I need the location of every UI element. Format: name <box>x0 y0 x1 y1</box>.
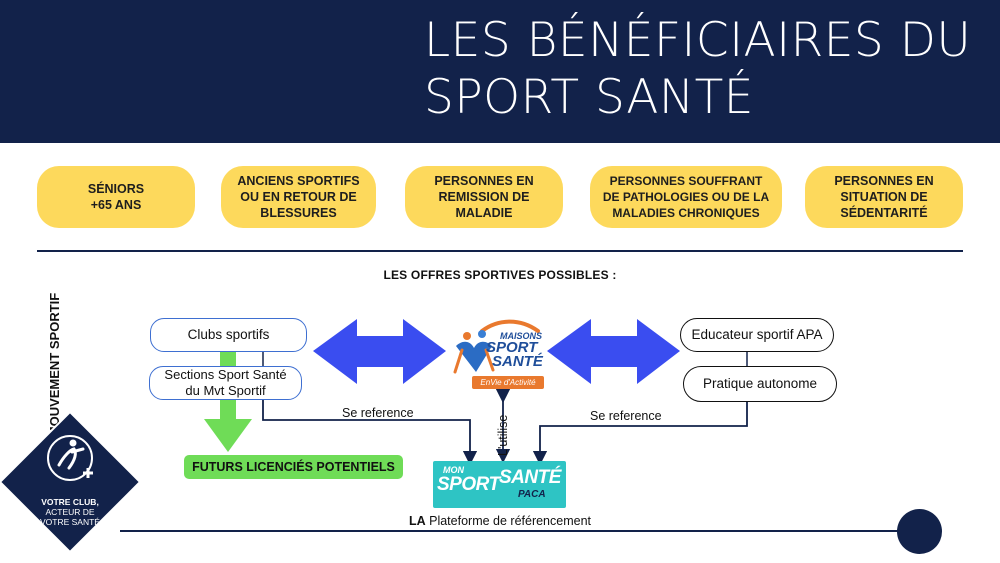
left-reference-arrow <box>262 398 478 466</box>
utilise-label: L'utilise <box>496 414 510 456</box>
pratique-autonome-box: Pratique autonome <box>683 366 837 402</box>
badge-line-1: VOTRE CLUB, <box>41 497 99 507</box>
badge-runner-body <box>57 447 85 470</box>
msp-sante-text: SANTÉ <box>492 353 543 370</box>
msp-figure-head-1 <box>463 332 471 340</box>
beneficiary-remission: PERSONNES EN REMISSION DE MALADIE <box>405 166 563 228</box>
green-arrow-head <box>204 419 252 452</box>
badge-line-3: VOTRE SANTÉ <box>40 517 100 527</box>
mss-sport-text: SPORT <box>437 474 500 495</box>
section-divider <box>37 250 963 252</box>
beneficiary-former-athletes: ANCIENS SPORTIFS OU EN RETOUR DE BLESSUR… <box>221 166 376 228</box>
header-banner <box>0 0 1000 143</box>
badge-runner-head <box>69 439 77 447</box>
educateur-apa-box: Educateur sportif APA <box>680 318 834 352</box>
platform-label-text: Plateforme de référencement <box>425 514 592 528</box>
sections-sport-sante-box: Sections Sport Santé du Mvt Sportif <box>149 366 302 400</box>
club-badge-text: VOTRE CLUB, ACTEUR DE VOTRE SANTÉ <box>23 497 117 527</box>
page-title: LES BÉNÉFICIAIRES DU SPORT SANTÉ <box>424 13 972 125</box>
platform-label-prefix: LA <box>408 514 426 528</box>
right-reference-arrow <box>532 402 748 466</box>
club-badge-circle <box>47 435 93 481</box>
msp-maisons-text: MAISONS <box>500 331 543 341</box>
platform-label: LA Plateforme de référencement <box>320 514 680 528</box>
badge-line-2: ACTEUR DE <box>45 507 95 517</box>
blue-double-arrow-left <box>313 319 446 384</box>
msp-arc <box>480 319 540 333</box>
mon-sport-sante-logo: MON SPORT SANTÉ PACA <box>433 461 566 508</box>
mss-mon-text: MON <box>443 465 464 475</box>
offers-title: LES OFFRES SPORTIVES POSSIBLES : <box>383 268 617 282</box>
right-reference-label: Se reference <box>590 409 662 423</box>
club-badge-diamond <box>0 410 142 554</box>
mss-paca-text: PACA <box>518 489 546 500</box>
msp-figure-limbs <box>453 348 495 374</box>
beneficiary-chronic-disease: PERSONNES SOUFFRANT DE PATHOLOGIES OU DE… <box>590 166 782 228</box>
msp-sport-text: SPORT <box>486 339 538 356</box>
badge-plus-icon <box>83 468 93 478</box>
left-reference-label: Se reference <box>342 406 414 420</box>
msp-figure-body <box>456 341 492 372</box>
clubs-sportifs-box: Clubs sportifs <box>150 318 307 352</box>
futurs-licencies-label: FUTURS LICENCIÉS POTENTIELS <box>184 455 403 479</box>
navy-dot <box>897 509 942 554</box>
msp-tagline: EnVie d'Activité <box>472 376 544 389</box>
beneficiary-seniors: SÉNIORS +65 ANS <box>37 166 195 228</box>
blue-double-arrow-right <box>547 319 680 384</box>
mss-sante-text: SANTÉ <box>499 467 561 488</box>
maisons-sport-sante-logo: MAISONS SPORT SANTÉ <box>486 331 548 370</box>
beneficiary-sedentary: PERSONNES EN SITUATION DE SÉDENTARITÉ <box>805 166 963 228</box>
msp-figure-head-2 <box>478 330 486 338</box>
